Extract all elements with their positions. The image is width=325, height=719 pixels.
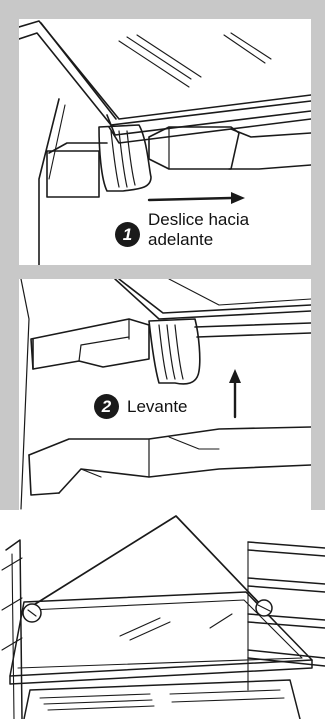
step-2-number-badge: 2: [94, 394, 119, 419]
leader-lines: [31, 515, 263, 607]
slide-illustration: [19, 20, 311, 265]
step-1-label: Deslice hacia adelante: [148, 210, 250, 249]
step-2-caption: 2 Levante: [94, 394, 188, 419]
step-2-label: Levante: [127, 396, 188, 416]
step-1-caption: 1 Deslice hacia adelante: [115, 210, 249, 250]
step-1-number-badge: 1: [115, 222, 140, 247]
lift-illustration: [20, 279, 311, 510]
refrigerator-overview-illustration: [1, 515, 325, 719]
step-frame: 1 Deslice hacia adelante: [0, 0, 325, 510]
step-1-panel: 1 Deslice hacia adelante: [19, 19, 311, 265]
step-2-panel: 2 Levante: [19, 279, 311, 510]
